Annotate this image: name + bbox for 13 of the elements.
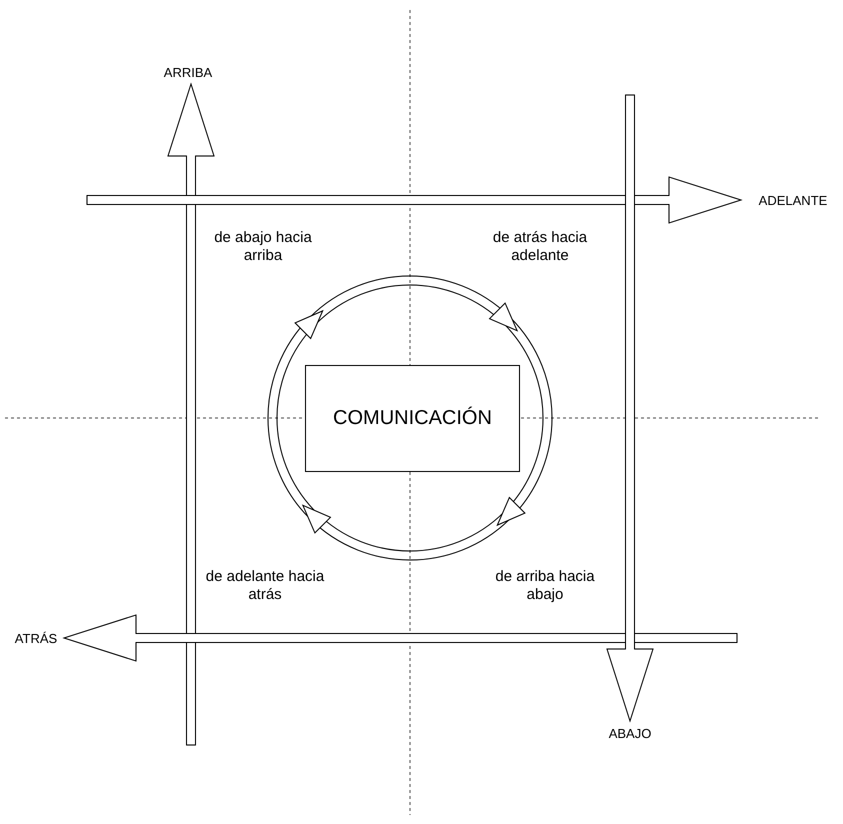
direction-label: ARRIBA [155, 62, 221, 82]
direction-arrow [62, 614, 738, 662]
direction-caption: de arriba hacia abajo [494, 568, 596, 604]
direction-caption: de adelante hacia atrás [204, 568, 326, 604]
direction-label: ATRÁS [10, 628, 62, 648]
direction-label: ABAJO [600, 723, 660, 743]
concept-box: COMUNICACIÓN [305, 365, 520, 472]
direction-label: ADELANTE [743, 190, 843, 210]
direction-arrow [606, 94, 654, 723]
direction-caption: de atrás hacia adelante [492, 229, 588, 265]
direction-arrow [86, 176, 743, 224]
direction-arrow [167, 82, 215, 746]
direction-caption: de abajo hacia arriba [213, 229, 313, 265]
